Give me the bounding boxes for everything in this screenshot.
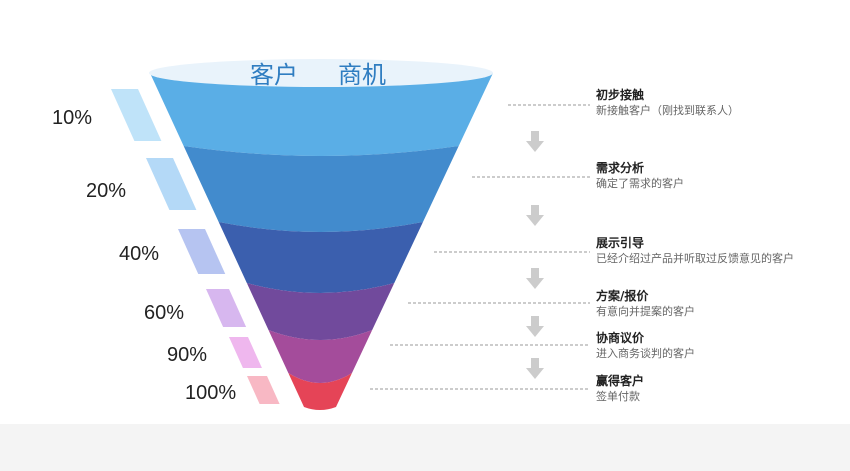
stage-title: 协商议价 <box>596 331 645 345</box>
stage-title: 展示引导 <box>596 236 645 250</box>
conversion-rate-2: 20% <box>86 180 127 202</box>
down-arrow-icon <box>526 358 544 379</box>
down-arrow-icon <box>526 268 544 289</box>
funnel-layer-4 <box>246 283 395 340</box>
funnel-layer-2 <box>183 146 459 232</box>
stage-description: 新接触客户（刚找到联系人） <box>596 104 739 117</box>
stage-demo: 展示引导 已经介绍过产品并听取过反馈意见的客户 <box>596 235 794 267</box>
stage-description: 已经介绍过产品并听取过反馈意见的客户 <box>596 252 794 265</box>
stage-title: 方案/报价 <box>596 289 649 303</box>
conversion-stripe <box>111 89 162 141</box>
funnel-layer-3 <box>218 222 423 293</box>
funnel-left-label: 客户 <box>250 61 298 89</box>
funnel-right-label: 商机 <box>338 61 386 89</box>
stage-description: 进入商务谈判的客户 <box>596 347 695 360</box>
down-arrow-icon <box>526 205 544 226</box>
funnel-rim <box>149 59 493 87</box>
stage-proposal: 方案/报价 有意向并提案的客户 <box>596 288 695 320</box>
stage-won: 赢得客户 签单付款 <box>596 373 644 405</box>
conversion-stripe <box>206 289 247 327</box>
stage-title: 初步接触 <box>596 88 645 102</box>
stage-description: 签单付款 <box>596 390 640 403</box>
stage-description: 有意向并提案的客户 <box>596 305 695 318</box>
bottom-band <box>0 424 850 471</box>
down-arrow-icon <box>526 316 544 337</box>
conversion-rate-3: 40% <box>119 243 160 265</box>
down-arrow-icon <box>526 131 544 152</box>
conversion-stripe <box>229 337 262 368</box>
stage-initial-contact: 初步接触 新接触客户（刚找到联系人） <box>596 87 739 119</box>
conversion-stripe <box>146 158 197 210</box>
conversion-rate-6: 100% <box>185 382 237 404</box>
conversion-stripe <box>178 229 226 274</box>
conversion-rate-5: 90% <box>167 344 208 366</box>
conversion-stripe <box>247 376 280 404</box>
stage-needs-analysis: 需求分析 确定了需求的客户 <box>596 160 684 192</box>
stage-negotiation: 协商议价 进入商务谈判的客户 <box>596 330 695 362</box>
funnel-layer-1 <box>150 73 493 156</box>
conversion-rate-1: 10% <box>52 107 93 129</box>
stage-description: 确定了需求的客户 <box>596 177 684 190</box>
funnel-layer-6 <box>288 373 352 410</box>
conversion-rate-4: 60% <box>144 302 185 324</box>
stage-title: 赢得客户 <box>596 374 645 388</box>
funnel-layer-5 <box>268 330 373 383</box>
stage-title: 需求分析 <box>596 161 645 175</box>
